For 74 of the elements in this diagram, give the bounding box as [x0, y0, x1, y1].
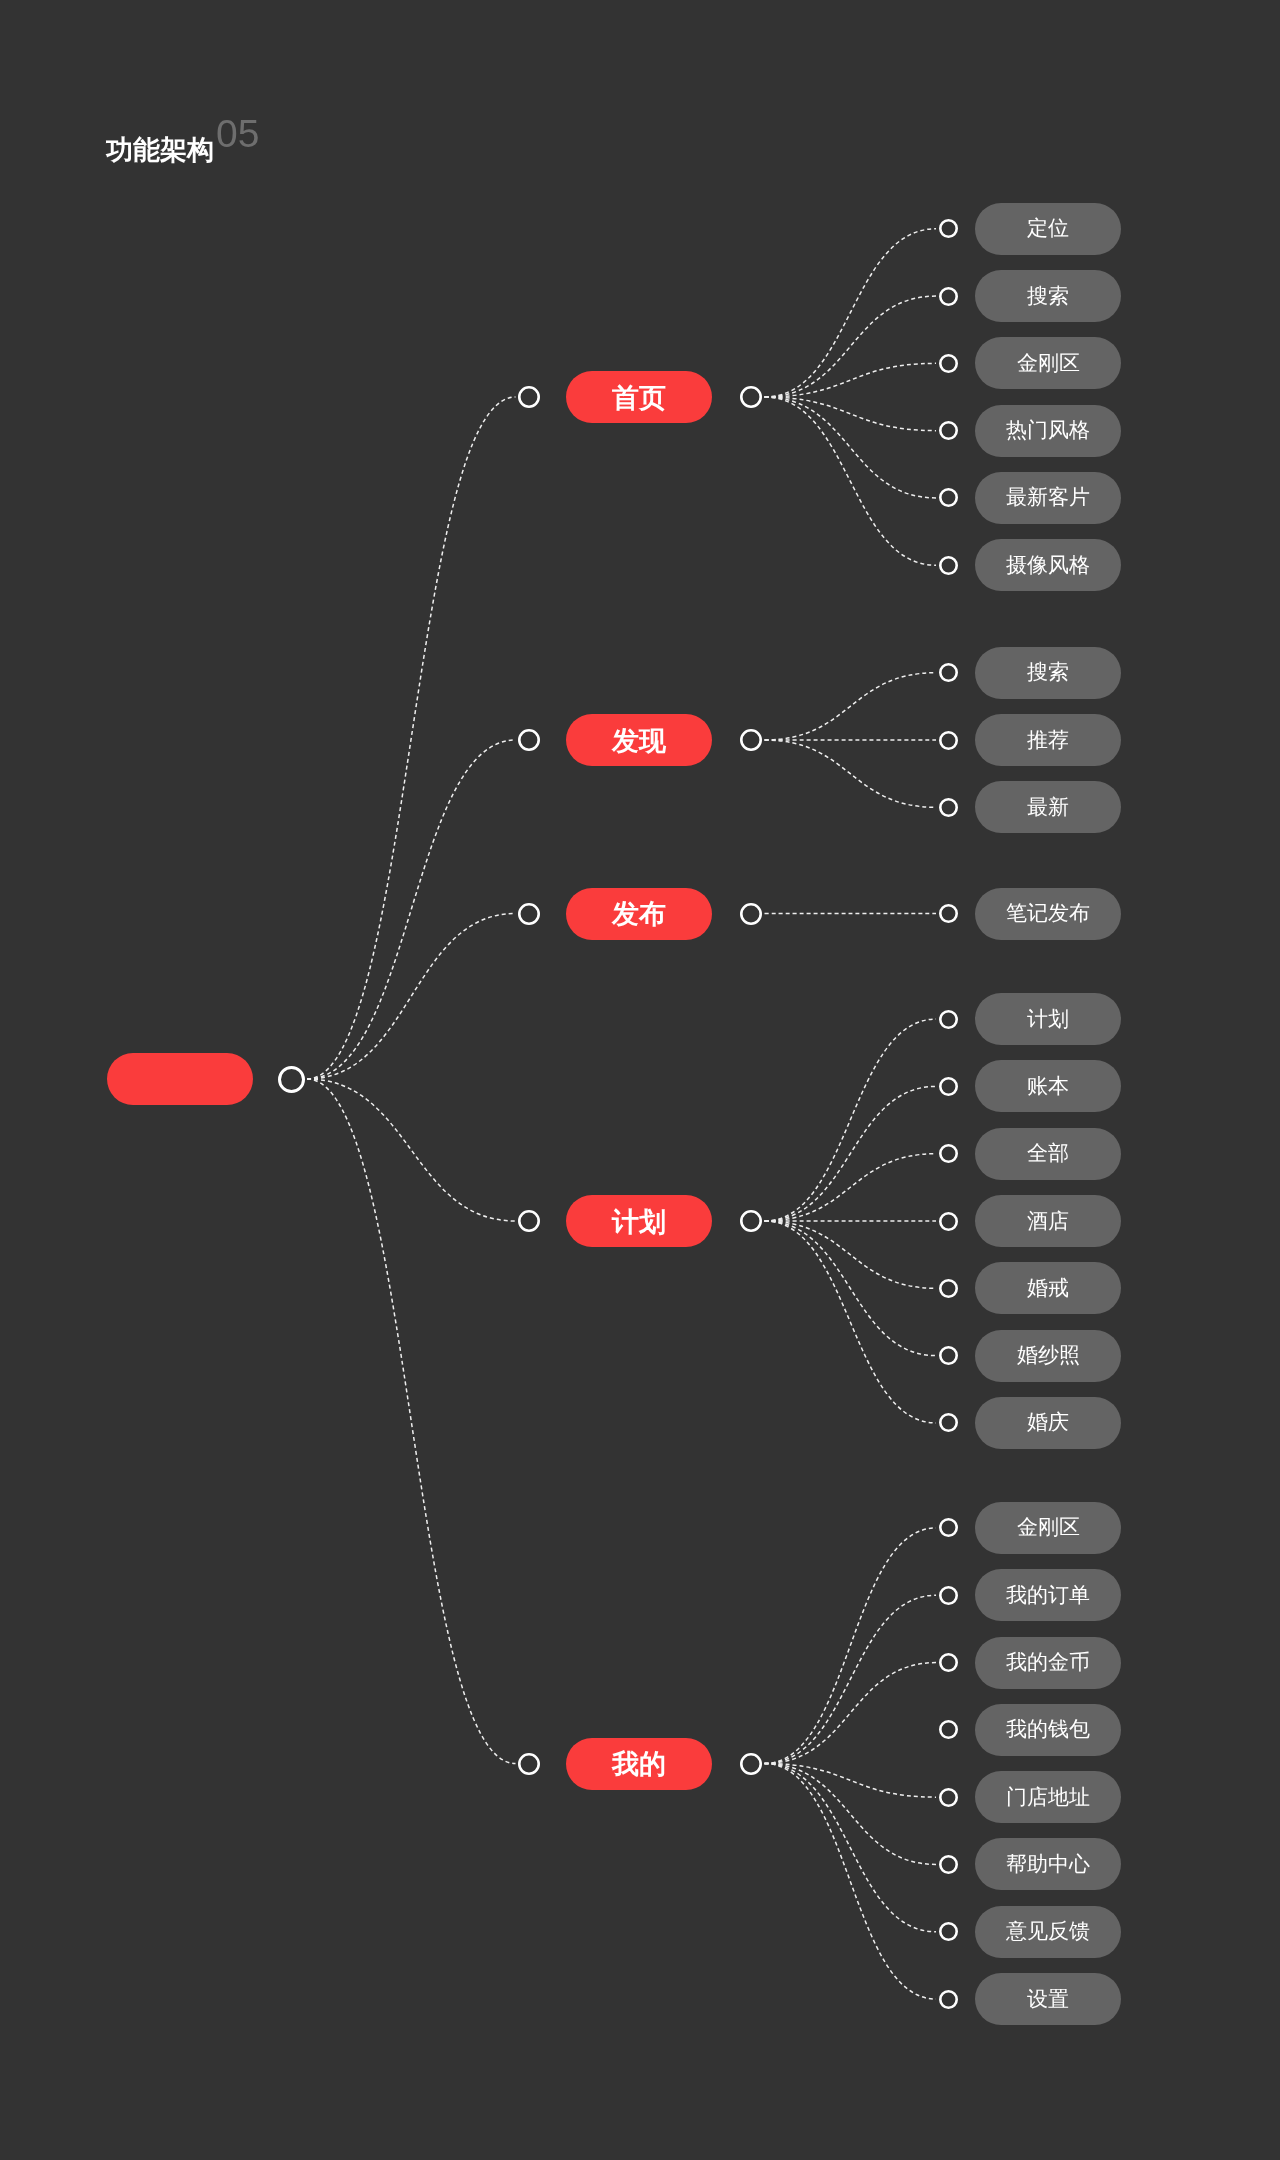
hollow-circle [938, 1922, 958, 1942]
item-pill: 最新 [975, 781, 1121, 834]
hollow-circle [938, 1989, 958, 2009]
item-pill: 我的订单 [975, 1569, 1121, 1622]
hollow-circle [740, 729, 762, 751]
topic-pill: 发现 [566, 714, 712, 766]
item-pill: 意见反馈 [975, 1905, 1121, 1958]
item-pill: 金刚区 [975, 1501, 1121, 1554]
item-pill: 婚纱照 [975, 1329, 1121, 1382]
hollow-circle [938, 1211, 958, 1231]
hollow-circle [938, 219, 958, 239]
item-pill: 定位 [975, 202, 1121, 255]
item-pill: 酒店 [975, 1195, 1121, 1247]
topic-pill: 首页 [566, 371, 712, 423]
hollow-circle [938, 421, 958, 441]
item-pill: 金刚区 [975, 337, 1121, 390]
hollow-circle [938, 1787, 958, 1807]
item-pill: 搜索 [975, 270, 1121, 323]
hollow-circle [740, 1752, 762, 1775]
title: 功能架构 [106, 136, 214, 163]
item-pill: 婚戒 [975, 1262, 1121, 1315]
item-pill: 婚庆 [975, 1396, 1121, 1449]
hollow-circle [938, 1854, 958, 1874]
hollow-circle [938, 1585, 958, 1605]
hollow-circle [938, 663, 958, 683]
hollow-circle [938, 555, 958, 575]
item-pill: 计划 [975, 993, 1121, 1046]
item-pill: 最新客片 [975, 471, 1121, 524]
hollow-circle [938, 1144, 958, 1164]
hollow-circle [938, 1346, 958, 1366]
item-pill: 笔记发布 [975, 887, 1121, 940]
item-pill: 设置 [975, 1973, 1121, 2026]
connector-line [763, 396, 937, 566]
hollow-circle [518, 1210, 540, 1232]
connector-line [763, 912, 937, 915]
hollow-circle [938, 1720, 958, 1740]
hollow-circle [277, 1065, 305, 1093]
hollow-circle [938, 1278, 958, 1298]
empty-pill [107, 1053, 253, 1105]
item-pill: 推荐 [975, 714, 1121, 766]
hollow-circle [938, 488, 958, 508]
item-pill: 全部 [975, 1127, 1121, 1180]
hollow-circle [938, 1518, 958, 1538]
hollow-circle [938, 904, 958, 923]
hollow-circle [740, 386, 762, 408]
item-pill: 门店地址 [975, 1771, 1121, 1824]
hollow-circle [518, 1752, 540, 1775]
hollow-circle [740, 1210, 762, 1232]
hollow-circle [938, 1009, 958, 1029]
hollow-circle [518, 729, 540, 751]
topic-pill: 发布 [566, 887, 712, 940]
hollow-circle [938, 1076, 958, 1096]
item-pill: 我的钱包 [975, 1703, 1121, 1756]
topic-pill: 计划 [566, 1195, 712, 1247]
hollow-circle [938, 1653, 958, 1673]
hollow-circle [938, 730, 958, 750]
hollow-circle [518, 386, 540, 408]
connector-line [306, 1078, 517, 1765]
item-pill: 热门风格 [975, 404, 1121, 457]
hollow-circle [938, 1413, 958, 1433]
hollow-circle [740, 902, 762, 925]
hollow-circle [938, 797, 958, 817]
topic-pill: 我的 [566, 1737, 712, 1790]
item-pill: 帮助中心 [975, 1838, 1121, 1891]
item-pill: 摄像风格 [975, 539, 1121, 592]
item-pill: 搜索 [975, 646, 1121, 699]
section-number: 05 [216, 114, 260, 153]
hollow-circle [518, 902, 540, 925]
connector-line [763, 1762, 937, 1798]
item-pill: 我的金币 [975, 1636, 1121, 1689]
item-pill: 账本 [975, 1060, 1121, 1113]
connector-line [763, 396, 937, 432]
hollow-circle [938, 353, 958, 373]
hollow-circle [938, 286, 958, 306]
